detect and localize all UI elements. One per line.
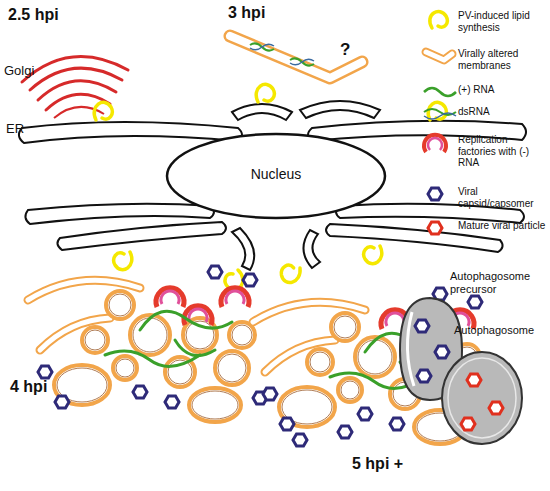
node-label: Autophagosome precursor [450, 270, 538, 295]
legend-text: Virally altered membranes [458, 48, 548, 71]
nucleus-ellipse: Nucleus [165, 132, 387, 220]
legend-text: Replication factories with (-) RNA [458, 134, 548, 169]
legend-sample [422, 46, 456, 72]
legend-text: dsRNA [458, 106, 548, 118]
legend-sample [422, 132, 456, 158]
legend-text: Viral capsid/capsomer [458, 186, 548, 209]
stage-label: ? [340, 40, 350, 60]
stage-label: ER [6, 122, 24, 137]
node-outline [432, 322, 544, 446]
legend-sample [422, 218, 456, 244]
node-label: Autophagosome [454, 324, 544, 337]
legend-text: (+) RNA [458, 84, 548, 96]
legend-text: Mature viral particle [458, 220, 548, 232]
node-label: Nucleus [165, 166, 387, 182]
stage-label: 2.5 hpi [8, 6, 59, 24]
legend-sample [422, 104, 456, 130]
autophagosome-shape: Autophagosome [432, 322, 544, 446]
stage-label: 4 hpi [10, 378, 47, 396]
legend-sample [422, 184, 456, 210]
stage-label: Golgi [4, 64, 34, 79]
legend-text: PV-induced lipid synthesis [458, 10, 548, 33]
legend-sample [422, 8, 456, 34]
stage-label: 3 hpi [228, 4, 265, 22]
legend-sample [422, 82, 456, 108]
stage-label: 5 hpi + [352, 455, 403, 473]
